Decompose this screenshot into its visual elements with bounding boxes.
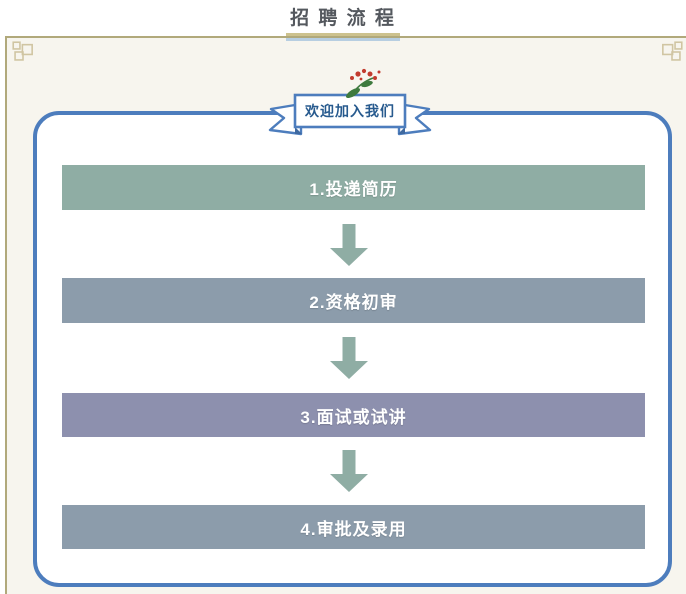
title-underline-gold xyxy=(286,33,400,36)
ribbon-plate xyxy=(293,93,407,129)
page-title: 招 聘 流 程 xyxy=(290,8,396,29)
down-arrow-icon xyxy=(330,450,368,492)
step-interview-or-trial-lecture: 3.面试或试讲 xyxy=(62,393,645,437)
corner-fret-ornament-icon xyxy=(12,41,33,61)
step-approval-and-hiring: 4.审批及录用 xyxy=(62,505,645,549)
down-arrow-icon xyxy=(330,224,368,266)
ribbon-fold-right xyxy=(398,127,405,134)
corner-fret-ornament-icon xyxy=(662,41,683,61)
ribbon-tail-left xyxy=(268,102,303,136)
ribbon-fold-left xyxy=(295,127,302,134)
step-submit-resume: 1.投递简历 xyxy=(62,165,645,210)
ribbon-tail-right xyxy=(397,102,432,136)
flower-sprig-icon xyxy=(346,68,381,99)
down-arrow-icon xyxy=(330,337,368,379)
welcome-ribbon-banner xyxy=(268,68,432,136)
header: 招 聘 流 程 xyxy=(0,0,686,41)
title-underline-blue xyxy=(286,38,400,41)
welcome-banner-label: 欢迎加入我们 xyxy=(305,103,395,119)
step-qualification-review: 2.资格初审 xyxy=(62,278,645,323)
